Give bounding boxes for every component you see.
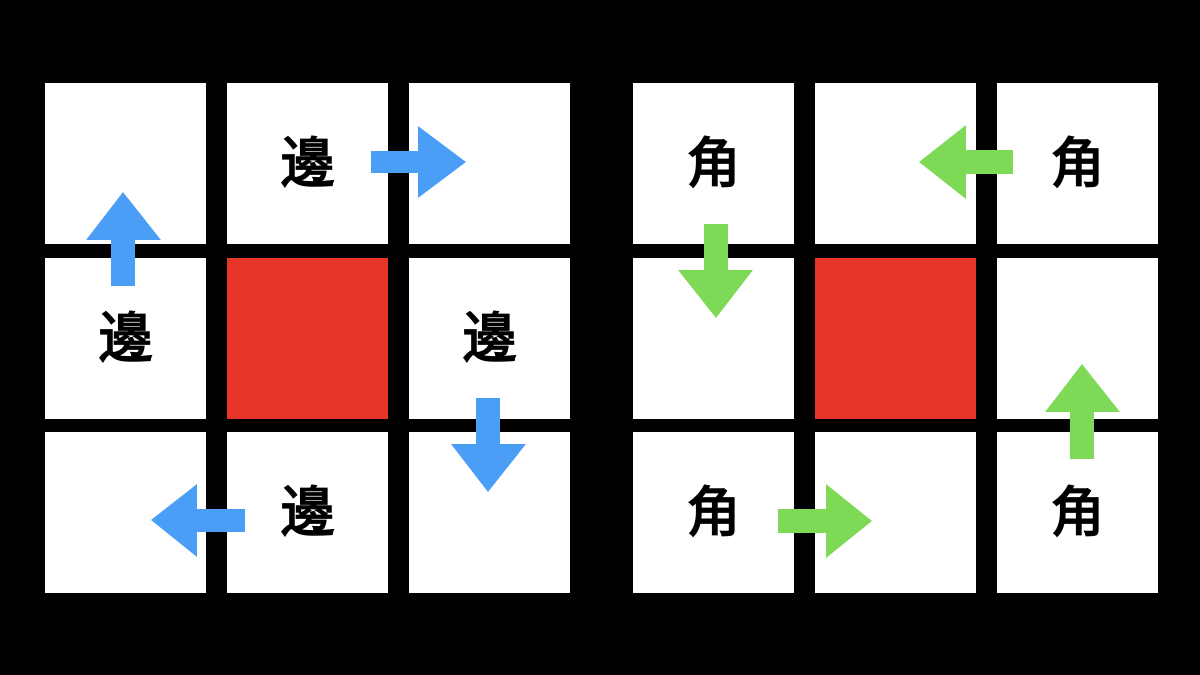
edges-cell-bottom-left: [45, 432, 206, 593]
edges-cell-top-left: [45, 83, 206, 244]
edges-cell-right: 邊: [409, 258, 570, 419]
edges-center-cell: [227, 258, 388, 419]
edges-cell-bottom: 邊: [227, 432, 388, 593]
edges-cell-left: 邊: [45, 258, 206, 419]
corners-cell-top-left: 角: [633, 83, 794, 244]
corners-cell-bottom-right: 角: [997, 432, 1158, 593]
corners-cell-left: [633, 258, 794, 419]
corners-cell-top-right: 角: [997, 83, 1158, 244]
corners-center-cell: [815, 258, 976, 419]
corners-grid: 角 角 角 角: [633, 83, 1159, 593]
corners-cell-top: [815, 83, 976, 244]
corners-cell-bottom: [815, 432, 976, 593]
corners-cell-bottom-left: 角: [633, 432, 794, 593]
edges-cell-bottom-right: [409, 432, 570, 593]
edges-cell-top-right: [409, 83, 570, 244]
corners-cell-right: [997, 258, 1158, 419]
edges-grid: 邊 邊 邊 邊: [45, 83, 571, 593]
edges-cell-top: 邊: [227, 83, 388, 244]
